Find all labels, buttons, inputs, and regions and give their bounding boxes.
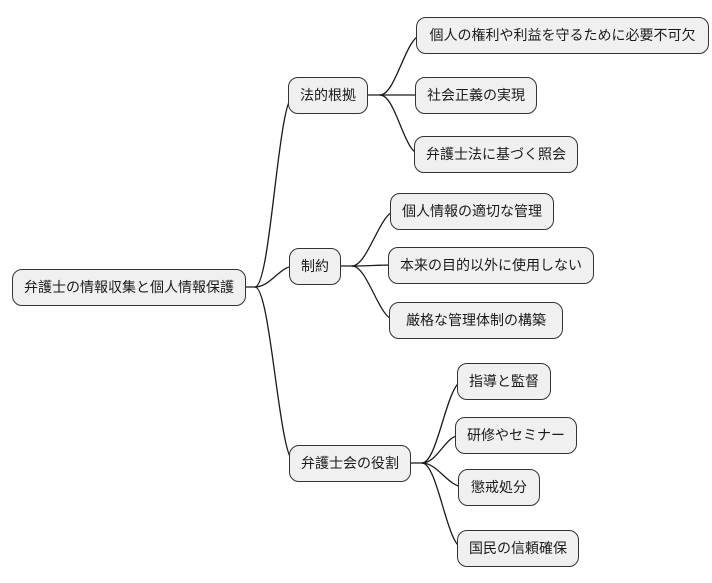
mindmap-leaf-protect-rights[interactable]: 個人の権利や利益を守るために必要不可欠 <box>416 17 709 54</box>
mindmap-node-root[interactable]: 弁護士の情報収集と個人情報保護 <box>12 269 246 306</box>
mindmap-leaf-social-justice[interactable]: 社会正義の実現 <box>415 77 537 114</box>
mindmap-node-legal-basis[interactable]: 法的根拠 <box>288 77 368 114</box>
mindmap-leaf-proper-management[interactable]: 個人情報の適切な管理 <box>390 193 554 230</box>
mindmap-leaf-no-other-use[interactable]: 本来の目的以外に使用しない <box>388 247 594 284</box>
mindmap-leaf-training-seminars[interactable]: 研修やセミナー <box>455 417 577 454</box>
mindmap-leaf-strict-system[interactable]: 厳格な管理体制の構築 <box>389 302 563 339</box>
mindmap-leaf-guidance-supervision[interactable]: 指導と監督 <box>457 363 551 400</box>
mindmap-node-bar-association-role[interactable]: 弁護士会の役割 <box>289 445 411 482</box>
mindmap-node-constraints[interactable]: 制約 <box>289 248 341 285</box>
mindmap-leaf-public-trust[interactable]: 国民の信頼確保 <box>457 530 579 567</box>
mindmap-leaf-lawyer-act-inquiry[interactable]: 弁護士法に基づく照会 <box>414 136 578 173</box>
link-root-bar-role <box>254 286 296 464</box>
mindmap-leaf-disciplinary-action[interactable]: 懲戒処分 <box>458 469 540 506</box>
